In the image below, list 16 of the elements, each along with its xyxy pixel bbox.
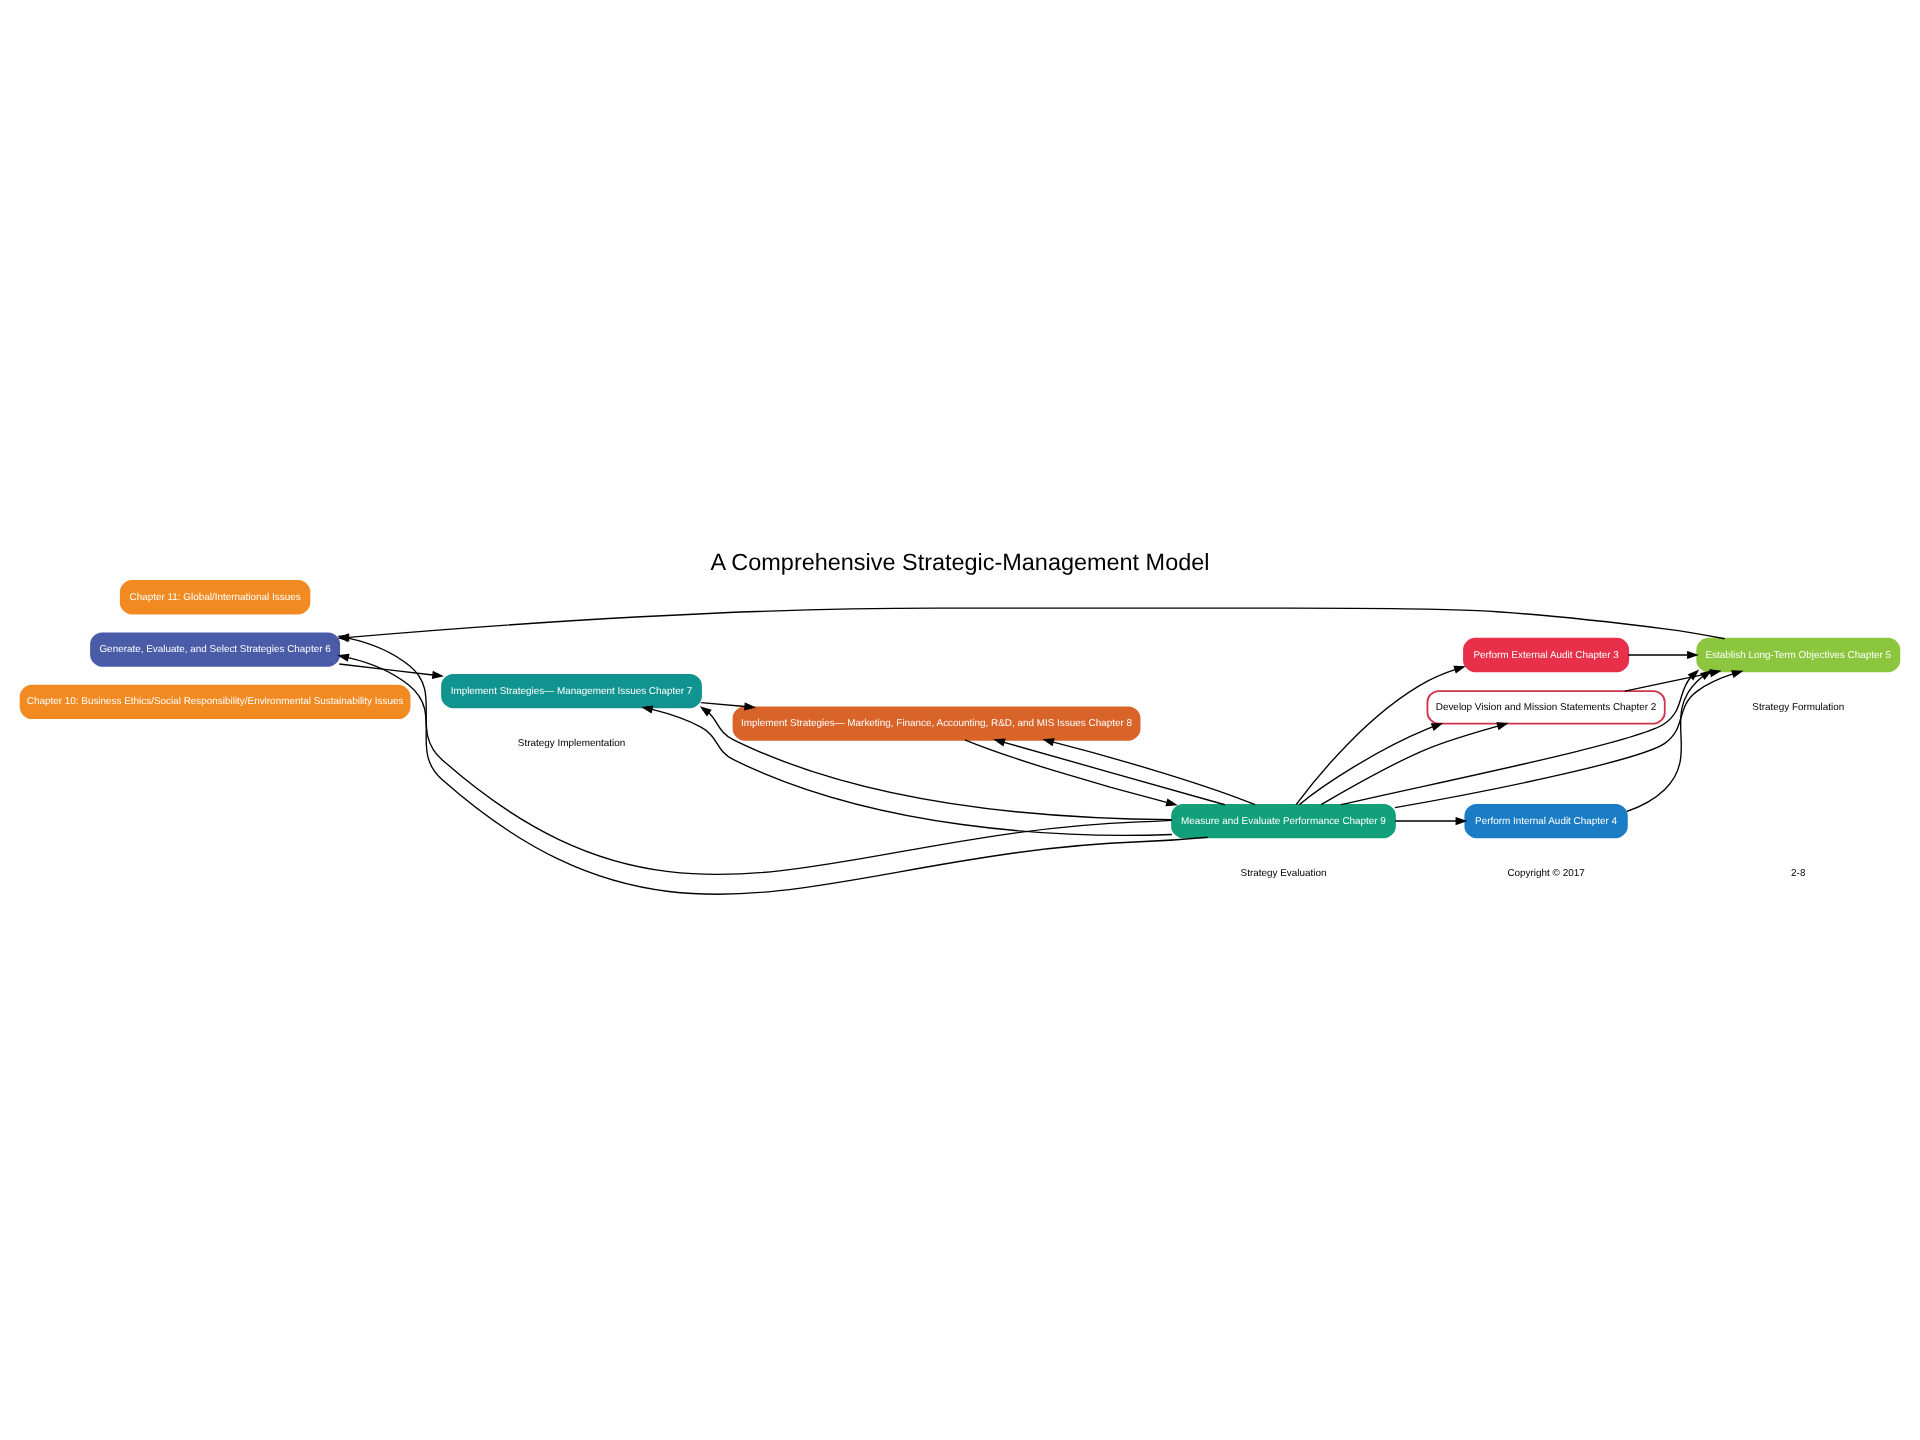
arrow <box>1295 664 1466 805</box>
arrow <box>1042 737 1256 805</box>
arrow <box>1624 668 1722 691</box>
arrow <box>1340 668 1700 805</box>
arrow <box>1626 669 1713 812</box>
arrow <box>993 737 1226 805</box>
arrow <box>1320 721 1509 805</box>
arrow <box>1394 669 1744 808</box>
diagram-title: A Comprehensive Strategic-Management Model <box>710 548 1210 575</box>
arrow <box>1394 815 1468 825</box>
arrow <box>337 652 1209 894</box>
arrow <box>1627 649 1699 659</box>
arrow <box>964 738 1178 806</box>
arrow <box>338 662 444 678</box>
arrow <box>700 700 757 710</box>
arrow <box>1298 721 1444 805</box>
